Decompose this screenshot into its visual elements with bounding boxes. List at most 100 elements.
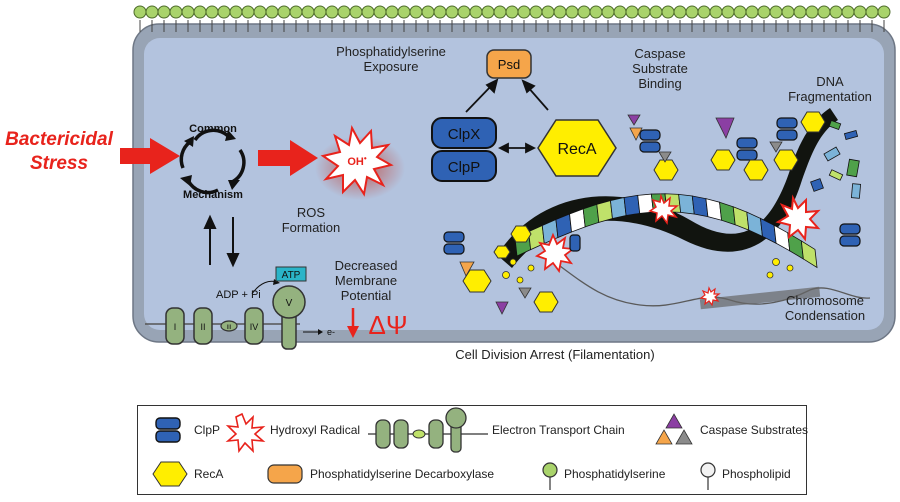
phosphatidylserine-head <box>877 5 891 19</box>
phosphatidylserine-head <box>241 5 255 19</box>
phosphatidylserine-head <box>169 5 183 19</box>
phosphatidylserine-head <box>637 5 651 19</box>
phosphatidylserine-head <box>265 5 279 19</box>
phosphatidylserine-head <box>421 5 435 19</box>
phosphatidylserine-head <box>721 5 735 19</box>
psd-label: Psd <box>498 57 520 72</box>
complex-i <box>165 307 185 345</box>
radical-label: OH <box>347 156 364 168</box>
phosphatidylserine-head <box>433 5 447 19</box>
phosphatidylserine-head <box>301 5 315 19</box>
phosphatidylserine-head <box>361 5 375 19</box>
dna-segments <box>514 193 818 269</box>
phosphatidylserine-head <box>445 5 459 19</box>
phosphatidylserine-head <box>745 5 759 19</box>
chromosome-condensation-label: Chromosome Condensation <box>784 293 866 323</box>
radical-sup: • <box>364 154 367 163</box>
phosphatidylserine-head <box>709 5 723 19</box>
legend-radical-label: Hydroxyl Radical <box>270 423 361 437</box>
dna-radical-icon-3 <box>775 194 821 242</box>
dna-radical-icon-2 <box>648 193 680 225</box>
phosphatidylserine-head <box>349 5 363 19</box>
electron-label: e- <box>327 327 335 337</box>
legend-caspase-label: Caspase Substrates <box>700 423 809 437</box>
clpp-scatter <box>443 117 861 255</box>
phosphatidylserine-head <box>145 5 159 19</box>
phosphatidylserine-head <box>205 5 219 19</box>
diagram-canvas: Common Mechanism OH• Psd ClpX ClpP RecA <box>120 5 896 350</box>
phosphatidylserine-head <box>505 5 519 19</box>
legend-ps-label: Phosphatidylserine <box>564 467 666 481</box>
reca-scatter <box>462 111 826 313</box>
phosphatidylserine-head <box>313 5 327 19</box>
phosphatidylserine-head <box>325 5 339 19</box>
phosphatidylserine-head <box>841 5 855 19</box>
phosphatidylserine-head <box>469 5 483 19</box>
phosphatidylserine-head <box>277 5 291 19</box>
caspase-label: Caspase Substrate Binding <box>632 46 688 91</box>
legend-psd-label: Phosphatidylserine Decarboxylase <box>310 467 495 481</box>
phosphatidylserine-head <box>625 5 639 19</box>
legend-etc-label: Electron Transport Chain <box>492 423 625 437</box>
legend-reca-icon <box>152 461 188 487</box>
reca-label: RecA <box>557 141 596 158</box>
complex-ii <box>193 307 213 345</box>
phosphatidylserine-head <box>133 5 147 19</box>
phosphatidylserine-head <box>541 5 555 19</box>
phosphatidylserine-head <box>229 5 243 19</box>
electron-transport-chain: I II III IV V e- <box>145 279 335 350</box>
complex-iii-label: III <box>226 325 231 331</box>
phosphatidylserine-head <box>193 5 207 19</box>
legend-radical-icon <box>225 412 266 454</box>
complex-iii <box>220 320 238 332</box>
dna-segment <box>582 203 600 228</box>
phosphatidylserine-head <box>781 5 795 19</box>
phosphatidylserine-head <box>817 5 831 19</box>
phosphatidylserine-head <box>793 5 807 19</box>
complex-i-label: I <box>174 322 177 332</box>
phosphatidylserine-head <box>289 5 303 19</box>
cycle-arrowheads <box>180 130 240 190</box>
phosphatidylserine-head <box>493 5 507 19</box>
phosphatidylserine-head <box>589 5 603 19</box>
chromosome-radical-icon <box>699 286 721 307</box>
mechanism-bottom-label: Mechanism <box>183 189 243 201</box>
clpx-protein <box>431 117 497 149</box>
phosphatidylserine-head <box>217 5 231 19</box>
phosphatidylserine-head <box>157 5 171 19</box>
dna-segment <box>678 193 695 215</box>
dna-fragmentation-label: DNA Fragmentation <box>788 74 872 104</box>
reca-dots <box>502 258 794 284</box>
membrane-potential-label: Decreased Membrane Potential <box>334 258 398 303</box>
phosphatidylserine-head <box>733 5 747 19</box>
atp-label: ATP <box>282 270 301 281</box>
phosphatidylserine-head <box>337 5 351 19</box>
complex-iv-label: IV <box>250 322 259 332</box>
legend: ClpP Hydroxyl Radical Electron Transport… <box>137 405 809 495</box>
delta-psi-label: ΔΨ <box>368 310 407 340</box>
protein-interaction-arrows <box>465 78 549 154</box>
dna-segment <box>623 194 641 216</box>
condensed-chromosome <box>699 286 821 310</box>
legend-phospholipid-label: Phospholipid <box>722 467 791 481</box>
phosphatidylserine-head <box>181 5 195 19</box>
clpx-label: ClpX <box>448 126 481 143</box>
membrane-lipid-tails <box>139 20 885 32</box>
phosphatidylserine-head <box>769 5 783 19</box>
phosphatidylserine-head <box>565 5 579 19</box>
phosphatidylserine-head <box>697 5 711 19</box>
psd-protein <box>486 49 532 79</box>
phosphatidylserine-head <box>853 5 867 19</box>
hydroxyl-radical-icon <box>320 124 394 197</box>
phosphatidylserine-head <box>829 5 843 19</box>
atp-box <box>275 266 307 282</box>
cycle-etc-arrows <box>203 214 240 268</box>
legend-caspase-icon <box>655 413 693 445</box>
phosphatidylserine-head <box>373 5 387 19</box>
legend-ps-icon <box>542 462 558 490</box>
complex-v-head <box>272 285 306 319</box>
phosphatidylserine-head <box>553 5 567 19</box>
stress-arrow <box>120 138 180 174</box>
phosphatidylserine-head <box>253 5 267 19</box>
complex-ii-label: II <box>200 322 205 332</box>
